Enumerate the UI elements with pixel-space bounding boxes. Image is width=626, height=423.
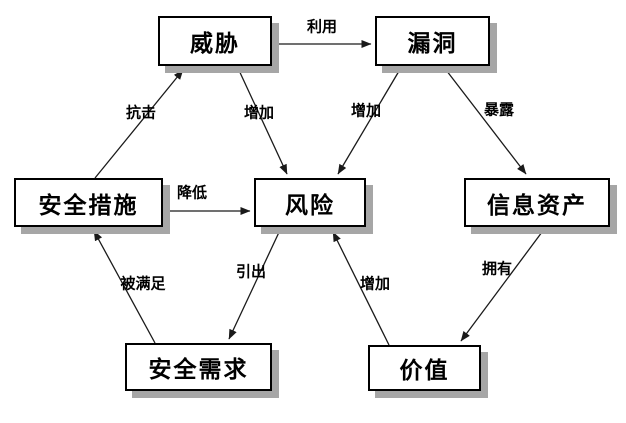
edge-possess-arrow: [460, 227, 546, 342]
edge-label-exploit: 利用: [306, 17, 338, 36]
node-vulnerability: 漏洞: [375, 16, 490, 66]
edge-label-resist: 抗击: [125, 103, 157, 122]
edge-label-satisfied: 被满足: [120, 274, 166, 293]
node-value: 价值: [368, 345, 481, 391]
edge-label-threat-increase: 增加: [243, 103, 275, 122]
edge-threat-increase-arrow: [236, 65, 288, 175]
edge-expose-arrow: [442, 65, 527, 175]
edge-satisfied-arrow: [93, 230, 156, 344]
node-information-assets: 信息资产: [464, 178, 610, 227]
edge-label-possess: 拥有: [481, 259, 513, 278]
edge-label-reduce: 降低: [176, 183, 208, 202]
node-security-measures: 安全措施: [14, 178, 163, 227]
edge-label-derive: 引出: [235, 262, 267, 281]
edge-vulnerability-increase-arrow: [337, 65, 403, 175]
edge-label-vulnerability-increase: 增加: [350, 101, 382, 120]
node-risk: 风险: [254, 178, 366, 227]
edge-label-expose: 暴露: [483, 100, 515, 119]
node-threat: 威胁: [158, 16, 272, 66]
edge-resist-arrow: [94, 69, 184, 179]
node-security-requirements: 安全需求: [125, 343, 272, 391]
edge-value-increase-arrow: [332, 231, 390, 346]
edge-derive-arrow: [228, 227, 282, 340]
edge-label-value-increase: 增加: [359, 274, 391, 293]
